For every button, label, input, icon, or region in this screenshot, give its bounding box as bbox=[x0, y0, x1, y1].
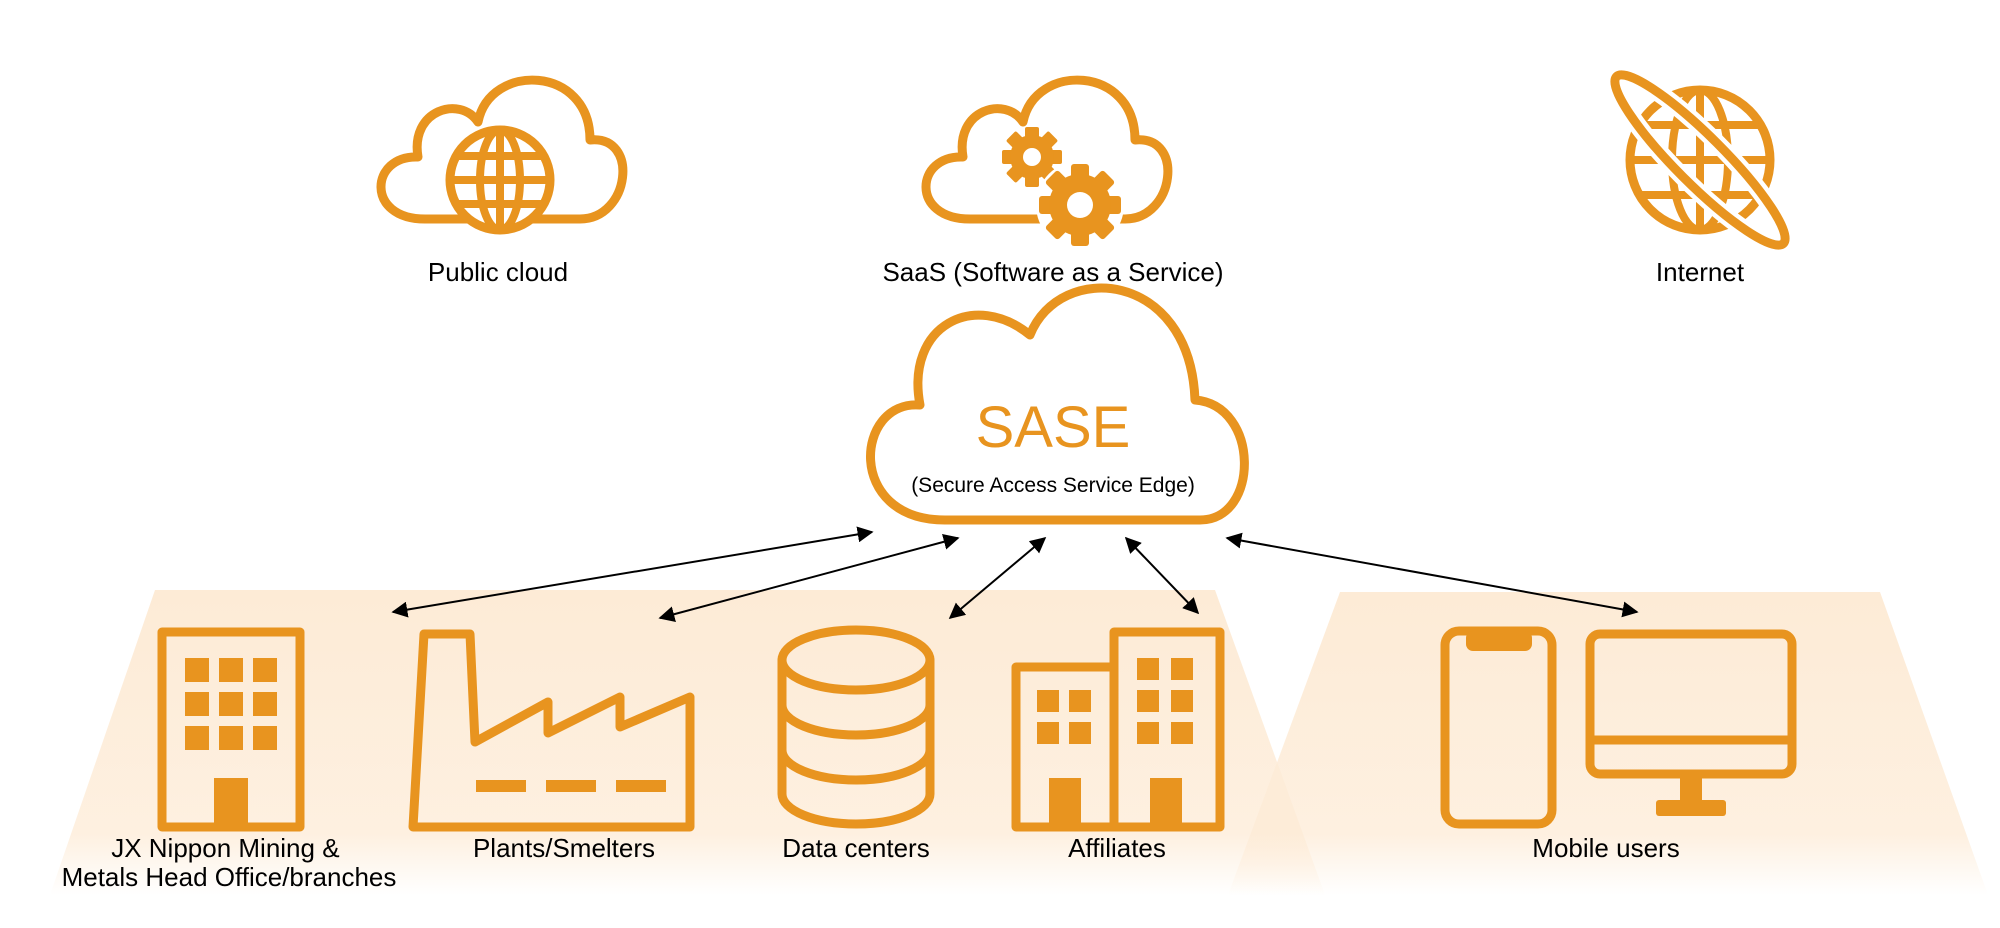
saas-label: SaaS (Software as a Service) bbox=[882, 257, 1223, 287]
connection-arrow-plants bbox=[658, 534, 960, 622]
head-office-label: JX Nippon Mining & Metals Head Office/br… bbox=[62, 833, 397, 892]
data-centers-node: Data centers bbox=[777, 625, 935, 863]
gear-large-icon bbox=[1036, 161, 1124, 249]
data-centers-label: Data centers bbox=[782, 833, 929, 863]
mobile-users-node: Mobile users bbox=[1440, 626, 1797, 863]
globe-orbit-icon bbox=[1605, 65, 1795, 255]
internet-node: Internet bbox=[1605, 65, 1795, 287]
phone-icon bbox=[1440, 626, 1557, 829]
affiliates-node: Affiliates bbox=[1011, 627, 1225, 863]
public-cloud-label: Public cloud bbox=[428, 257, 568, 287]
factory-icon bbox=[408, 629, 695, 832]
saas-node: SaaS (Software as a Service) bbox=[882, 75, 1224, 287]
globe-icon bbox=[445, 125, 555, 235]
office-building-icon bbox=[157, 627, 305, 832]
gear-icon bbox=[1002, 127, 1062, 187]
affiliates-label: Affiliates bbox=[1068, 833, 1166, 863]
internet-label: Internet bbox=[1656, 257, 1745, 287]
cloud-gears-icon bbox=[921, 75, 1173, 224]
plants-label: Plants/Smelters bbox=[473, 833, 655, 863]
monitor-icon bbox=[1585, 629, 1797, 816]
database-icon bbox=[777, 625, 935, 829]
connection-arrow-affiliates bbox=[1124, 536, 1200, 615]
mobile-users-label: Mobile users bbox=[1532, 833, 1679, 863]
cloud-globe-icon bbox=[376, 75, 628, 224]
plants-node: Plants/Smelters bbox=[408, 629, 695, 863]
sase-subtitle: (Secure Access Service Edge) bbox=[911, 474, 1195, 497]
connection-arrow-data-centers bbox=[948, 536, 1047, 620]
connection-arrow-mobile-users bbox=[1225, 532, 1639, 618]
head-office-node: JX Nippon Mining & Metals Head Office/br… bbox=[62, 627, 397, 892]
sase-title: SASE bbox=[976, 395, 1131, 460]
public-cloud-node: Public cloud bbox=[376, 75, 628, 287]
buildings-icon bbox=[1011, 627, 1225, 832]
sase-hub: SASE (Secure Access Service Edge) bbox=[866, 283, 1249, 525]
cloud-icon bbox=[866, 283, 1249, 525]
